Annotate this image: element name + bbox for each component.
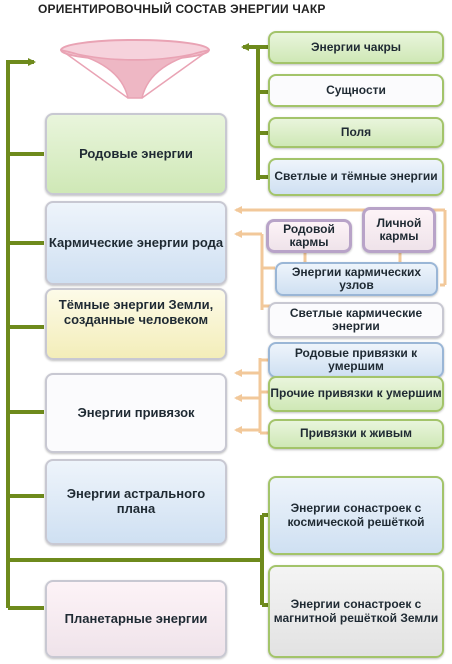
left-box-family-energies: Родовые энергии (45, 113, 227, 195)
right-box-label: Энергии сонастроек с магнитной решёткой … (273, 597, 439, 625)
right-box-label: Привязки к живым (300, 426, 412, 441)
right-box-other-attachments-dead: Прочие привязки к умершим (268, 376, 444, 412)
right-box-label: Светлые кармические энергии (289, 305, 423, 333)
left-box-label: Планетарные энергии (64, 610, 208, 626)
left-box-astral-energies: Энергии астрального плана (45, 459, 227, 545)
left-box-label: Энергии привязок (77, 404, 195, 420)
right-box-personal-karma: Личной кармы (362, 207, 436, 253)
right-box-label: Личной кармы (376, 215, 422, 243)
left-box-label: Родовые энергии (79, 145, 193, 161)
left-box-label: Кармические энергии рода (48, 234, 224, 250)
right-box-label: Родовые привязки к умершим (294, 345, 418, 373)
right-box-label: Энергии чакры (310, 39, 402, 54)
right-box-label: Светлые и тёмные энергии (274, 169, 438, 184)
right-box-light-karmic-energies: Светлые кармические энергии (268, 302, 444, 338)
left-box-label: Тёмные энергии Земли, созданные человеко… (58, 297, 214, 327)
chakra-funnel-icon (60, 39, 210, 99)
right-spine-top (241, 43, 270, 180)
left-box-label: Энергии астрального плана (66, 486, 206, 516)
right-box-label: Родовой кармы (283, 221, 335, 249)
left-box-planetary-energies: Планетарные энергии (45, 580, 227, 658)
right-box-label: Прочие привязки к умершим (270, 386, 442, 401)
attachment-connectors (234, 358, 268, 435)
diagram-title: ОРИЕНТИРОВОЧНЫЙ СОСТАВ ЭНЕРГИИ ЧАКР (38, 2, 326, 16)
left-box-karmic-energies: Кармические энергии рода (45, 201, 227, 285)
right-box-label: Поля (340, 124, 372, 139)
right-box-family-attachments-dead: Родовые привязки к умершим (268, 342, 444, 378)
left-spine (6, 58, 44, 610)
right-box-chakra-energies: Энергии чакры (268, 31, 444, 64)
right-box-cosmic-grid: Энергии сонастроек с космической решётко… (268, 476, 444, 555)
right-box-attachments-living: Привязки к живым (268, 419, 444, 449)
karma-connectors (234, 206, 447, 310)
right-box-karmic-nodes: Энергии кармических узлов (275, 262, 438, 296)
left-box-dark-earth-energies: Тёмные энергии Земли, созданные человеко… (45, 288, 227, 360)
right-box-magnetic-grid: Энергии сонастроек с магнитной решёткой … (268, 565, 444, 658)
right-box-family-karma: Родовой кармы (266, 219, 352, 253)
left-box-attachment-energies: Энергии привязок (45, 373, 227, 453)
bottom-connectors (8, 513, 270, 607)
right-box-light-dark-energies: Светлые и тёмные энергии (268, 158, 444, 196)
right-box-fields: Поля (268, 117, 444, 148)
right-box-label: Энергии кармических узлов (291, 264, 422, 292)
right-box-label: Энергии сонастроек с космической решётко… (287, 501, 425, 529)
right-box-label: Сущности (326, 82, 386, 97)
right-box-entities: Сущности (268, 74, 444, 107)
